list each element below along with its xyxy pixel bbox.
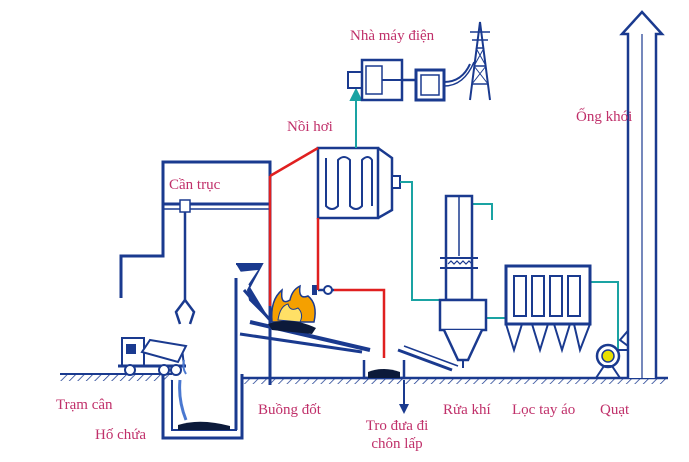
chimney — [619, 10, 665, 378]
label-boiler: Nồi hơi — [287, 119, 333, 135]
bag-filter — [504, 264, 592, 354]
label-ash-disposal: Tro đưa đi chôn lấp — [360, 417, 434, 453]
gas-scrubber — [438, 194, 488, 368]
label-storage-pit: Hố chứa — [95, 427, 147, 443]
label-power-plant: Nhà máy điện — [350, 28, 435, 44]
flame-icon — [268, 284, 316, 334]
label-combustion-chamber: Buồng đốt — [258, 402, 321, 418]
label-ash-line1: Tro đưa đi — [365, 418, 429, 434]
flue-pipes — [349, 87, 619, 350]
label-ash-line2: chôn lấp — [371, 436, 423, 452]
label-weighing-station: Trạm cân — [56, 397, 113, 413]
storage-pit — [161, 374, 244, 440]
steam-pipes — [268, 146, 386, 358]
truck-icon — [118, 337, 188, 376]
boiler — [316, 146, 401, 220]
ash-conveyor — [362, 345, 459, 414]
label-fan: Quạt — [600, 402, 630, 418]
label-bag-filter: Lọc tay áo — [512, 402, 576, 418]
power-plant — [347, 21, 491, 102]
label-crane: Cần trục — [169, 177, 221, 193]
combustion-chamber — [234, 263, 371, 430]
label-chimney: Ống khói — [576, 109, 633, 125]
label-gas-scrubber: Rửa khí — [443, 402, 491, 418]
